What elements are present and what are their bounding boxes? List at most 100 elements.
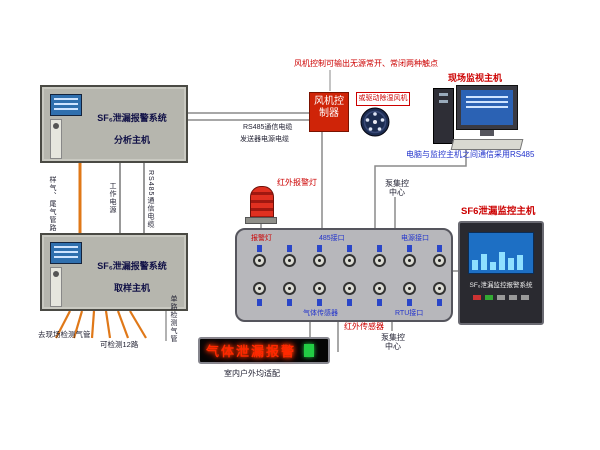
sampling-host-panel: SF₆泄漏报警系统 取样主机 [40, 233, 188, 311]
channels-label: 可检测12路 [100, 340, 139, 349]
terminal-pin [347, 245, 352, 252]
terminal-pin [347, 299, 352, 306]
cable-board-to-computer [374, 149, 467, 228]
terminal [343, 254, 356, 267]
pipe-fanout-3 [90, 310, 96, 339]
tower-drive-slot [439, 100, 448, 103]
board-label-gas-sensor: 气体传感器 [303, 310, 338, 317]
screen-bar [508, 258, 514, 270]
screen-line [54, 251, 78, 253]
terminal [313, 282, 326, 295]
analysis-host-text: SF₆泄漏报警系统 分析主机 [82, 111, 182, 146]
screen-line [54, 98, 78, 100]
monitor-host-panel: SF₆泄漏监控报警系统 [458, 221, 544, 325]
pipe-fanout-6 [129, 310, 147, 339]
panel-button [485, 295, 493, 300]
site-monitor-label: 现场监视主机 [448, 73, 503, 83]
terminal [283, 282, 296, 295]
terminal [313, 254, 326, 267]
terminal [433, 254, 446, 267]
panel-button [53, 271, 59, 277]
sampling-host-strip [50, 267, 62, 307]
panel-button [53, 123, 59, 129]
computer-keyboard [450, 139, 524, 150]
screen-bar [517, 255, 523, 270]
terminal-pin [287, 299, 292, 306]
terminal-pin [317, 299, 322, 306]
pump-center-top-label: 泵集控中心 [385, 179, 409, 198]
sampling-host-name-label: 取样主机 [113, 283, 150, 293]
terminal [343, 282, 356, 295]
sampling-host-text: SF₆泄漏报警系统 取样主机 [82, 259, 182, 294]
terminal [433, 282, 446, 295]
terminal [253, 254, 266, 267]
led-text: 气体泄漏报警 [206, 344, 297, 359]
fan-note: 风机控制可输出无源常开、常闭两种触点 [294, 59, 438, 68]
analysis-host-name-label: 分析主机 [113, 135, 150, 145]
board-label-rtu: RTU接口 [395, 310, 424, 317]
board-label-485: 485接口 [319, 235, 345, 242]
computer-tower [433, 88, 454, 144]
terminal [253, 282, 266, 295]
panel-button [509, 295, 517, 300]
screen-bar [481, 254, 487, 270]
terminal-pin [257, 245, 262, 252]
pipe-fanout-4 [104, 310, 112, 339]
pipe-fanout-5 [116, 310, 130, 339]
terminal-pin [437, 299, 442, 306]
analysis-host-screen [50, 94, 82, 116]
monitor-host-screen [468, 232, 534, 274]
terminal [403, 254, 416, 267]
led-caption: 室内户外均适配 [224, 369, 280, 378]
led-green-segment [304, 344, 315, 357]
rs485-vertical-label: RS485通信电缆 [147, 170, 155, 229]
sampling-host-system-label: SF₆泄漏报警系统 [97, 261, 167, 271]
screen-line [54, 108, 78, 110]
panel-button [473, 295, 481, 300]
infrared-sensor-label: 红外传感器 [344, 322, 384, 331]
terminal-pin [407, 299, 412, 306]
site-pipe-label: 去现场检测气管 [38, 330, 91, 339]
sampling-host-screen [50, 242, 82, 264]
power-cable-label: 发送器电源电缆 [240, 136, 289, 143]
terminal-pin [317, 245, 322, 252]
screen-bar [472, 260, 478, 270]
terminal-pin [257, 299, 262, 306]
terminal [373, 254, 386, 267]
screen-line [54, 256, 78, 258]
pump-center-bottom-label: 泵集控中心 [381, 333, 405, 352]
terminal-pin [287, 245, 292, 252]
terminal-board: 报警灯 485接口 电源接口 气体传感器 RTU接口 [235, 228, 453, 322]
panel-button [497, 295, 505, 300]
monitor-stand [480, 130, 494, 136]
screen-line [54, 246, 78, 248]
terminal [373, 282, 386, 295]
analysis-host-system-label: SF₆泄漏报警系统 [97, 113, 167, 123]
board-label-power: 电源接口 [401, 235, 429, 242]
work-power-label: 工作电源 [109, 182, 117, 214]
terminal [403, 282, 416, 295]
tower-drive-slot [439, 93, 448, 96]
beacon-label: 红外报警灯 [277, 178, 317, 187]
rs485-note: 电脑与监控主机之间通信采用RS485 [406, 150, 535, 159]
terminal-pin [377, 299, 382, 306]
terminal [283, 254, 296, 267]
terminal-pin [407, 245, 412, 252]
pipe-fanout-2 [72, 310, 84, 339]
screen-line [54, 103, 78, 105]
alarm-beacon-base [245, 217, 277, 224]
board-label-alarm: 报警灯 [251, 235, 272, 242]
monitor-host-label: SF6泄漏监控主机 [461, 206, 536, 217]
sample-pipe-label: 样气、尾气管路 [49, 176, 57, 232]
alarm-beacon-dome [250, 186, 274, 220]
terminal-pin [377, 245, 382, 252]
analysis-host-strip [50, 119, 62, 159]
screen-line [466, 96, 508, 98]
terminal-pin [437, 245, 442, 252]
fan-controller-box: 风机控制器 [309, 92, 349, 132]
panel-button [521, 295, 529, 300]
screen-line [466, 101, 508, 103]
led-marquee: 气体泄漏报警 [198, 337, 330, 364]
monitor-host-panel-text: SF₆泄漏监控报警系统 [469, 282, 533, 289]
